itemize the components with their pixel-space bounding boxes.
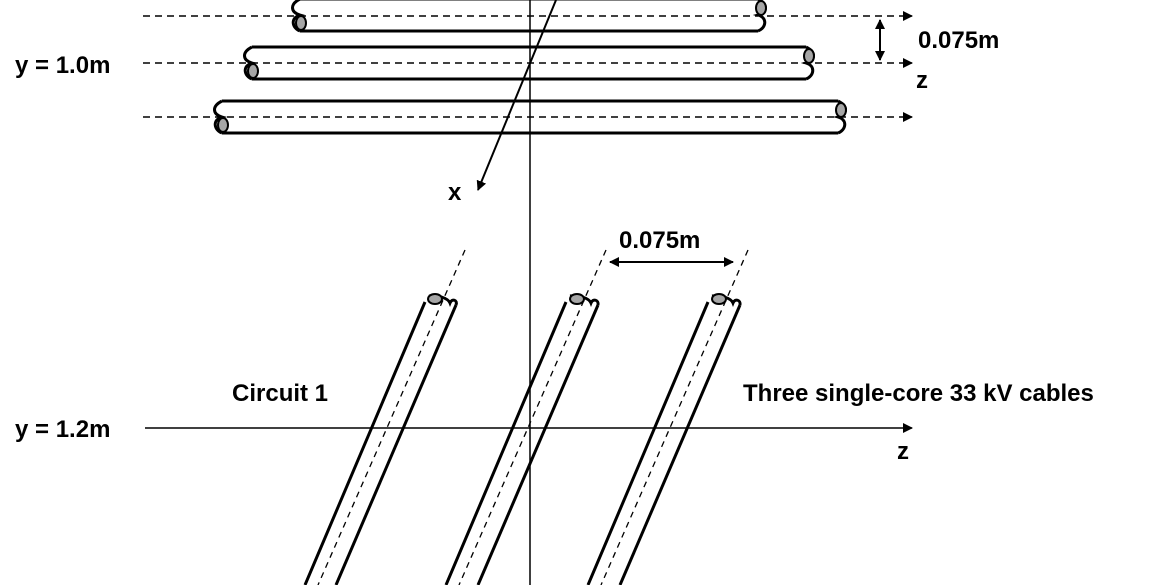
bottom-cable-1-end	[427, 293, 443, 305]
top-cable-1-end-right	[755, 0, 767, 16]
bottom-cable-3-end	[711, 293, 727, 305]
top-cable-2-end-right	[803, 48, 815, 64]
bottom-cable-3	[586, 249, 749, 585]
top-spacing-label: 0.075m	[918, 27, 999, 54]
top-cable-3-end-left	[217, 117, 229, 133]
bottom-cable-2	[444, 249, 607, 585]
bottom-cable-1	[303, 249, 466, 585]
bottom-cable-2-end	[569, 293, 585, 305]
bottom-z-axis-label: z	[897, 438, 909, 465]
cables-description-label: Three single-core 33 kV cables	[743, 380, 1094, 407]
circuit-label: Circuit 1	[232, 380, 328, 407]
bottom-y-label: y = 1.2m	[15, 416, 110, 443]
top-view: y = 1.0m 0.075m z x	[15, 0, 999, 206]
x-axis-arrow	[476, 0, 557, 191]
top-cable-2	[243, 45, 815, 81]
x-axis-label: x	[448, 179, 462, 206]
bottom-view: 0.075m Circuit 1 Three single-core 33 kV…	[15, 227, 1094, 585]
top-cable-2-end-left	[247, 63, 259, 79]
bottom-spacing-label: 0.075m	[619, 227, 700, 254]
top-cable-3	[213, 99, 847, 135]
top-y-label: y = 1.0m	[15, 52, 110, 79]
top-cable-1-end-left	[295, 15, 307, 31]
top-z-axis-label: z	[916, 67, 928, 94]
top-cable-1	[291, 0, 767, 33]
top-cable-3-end-right	[835, 102, 847, 118]
